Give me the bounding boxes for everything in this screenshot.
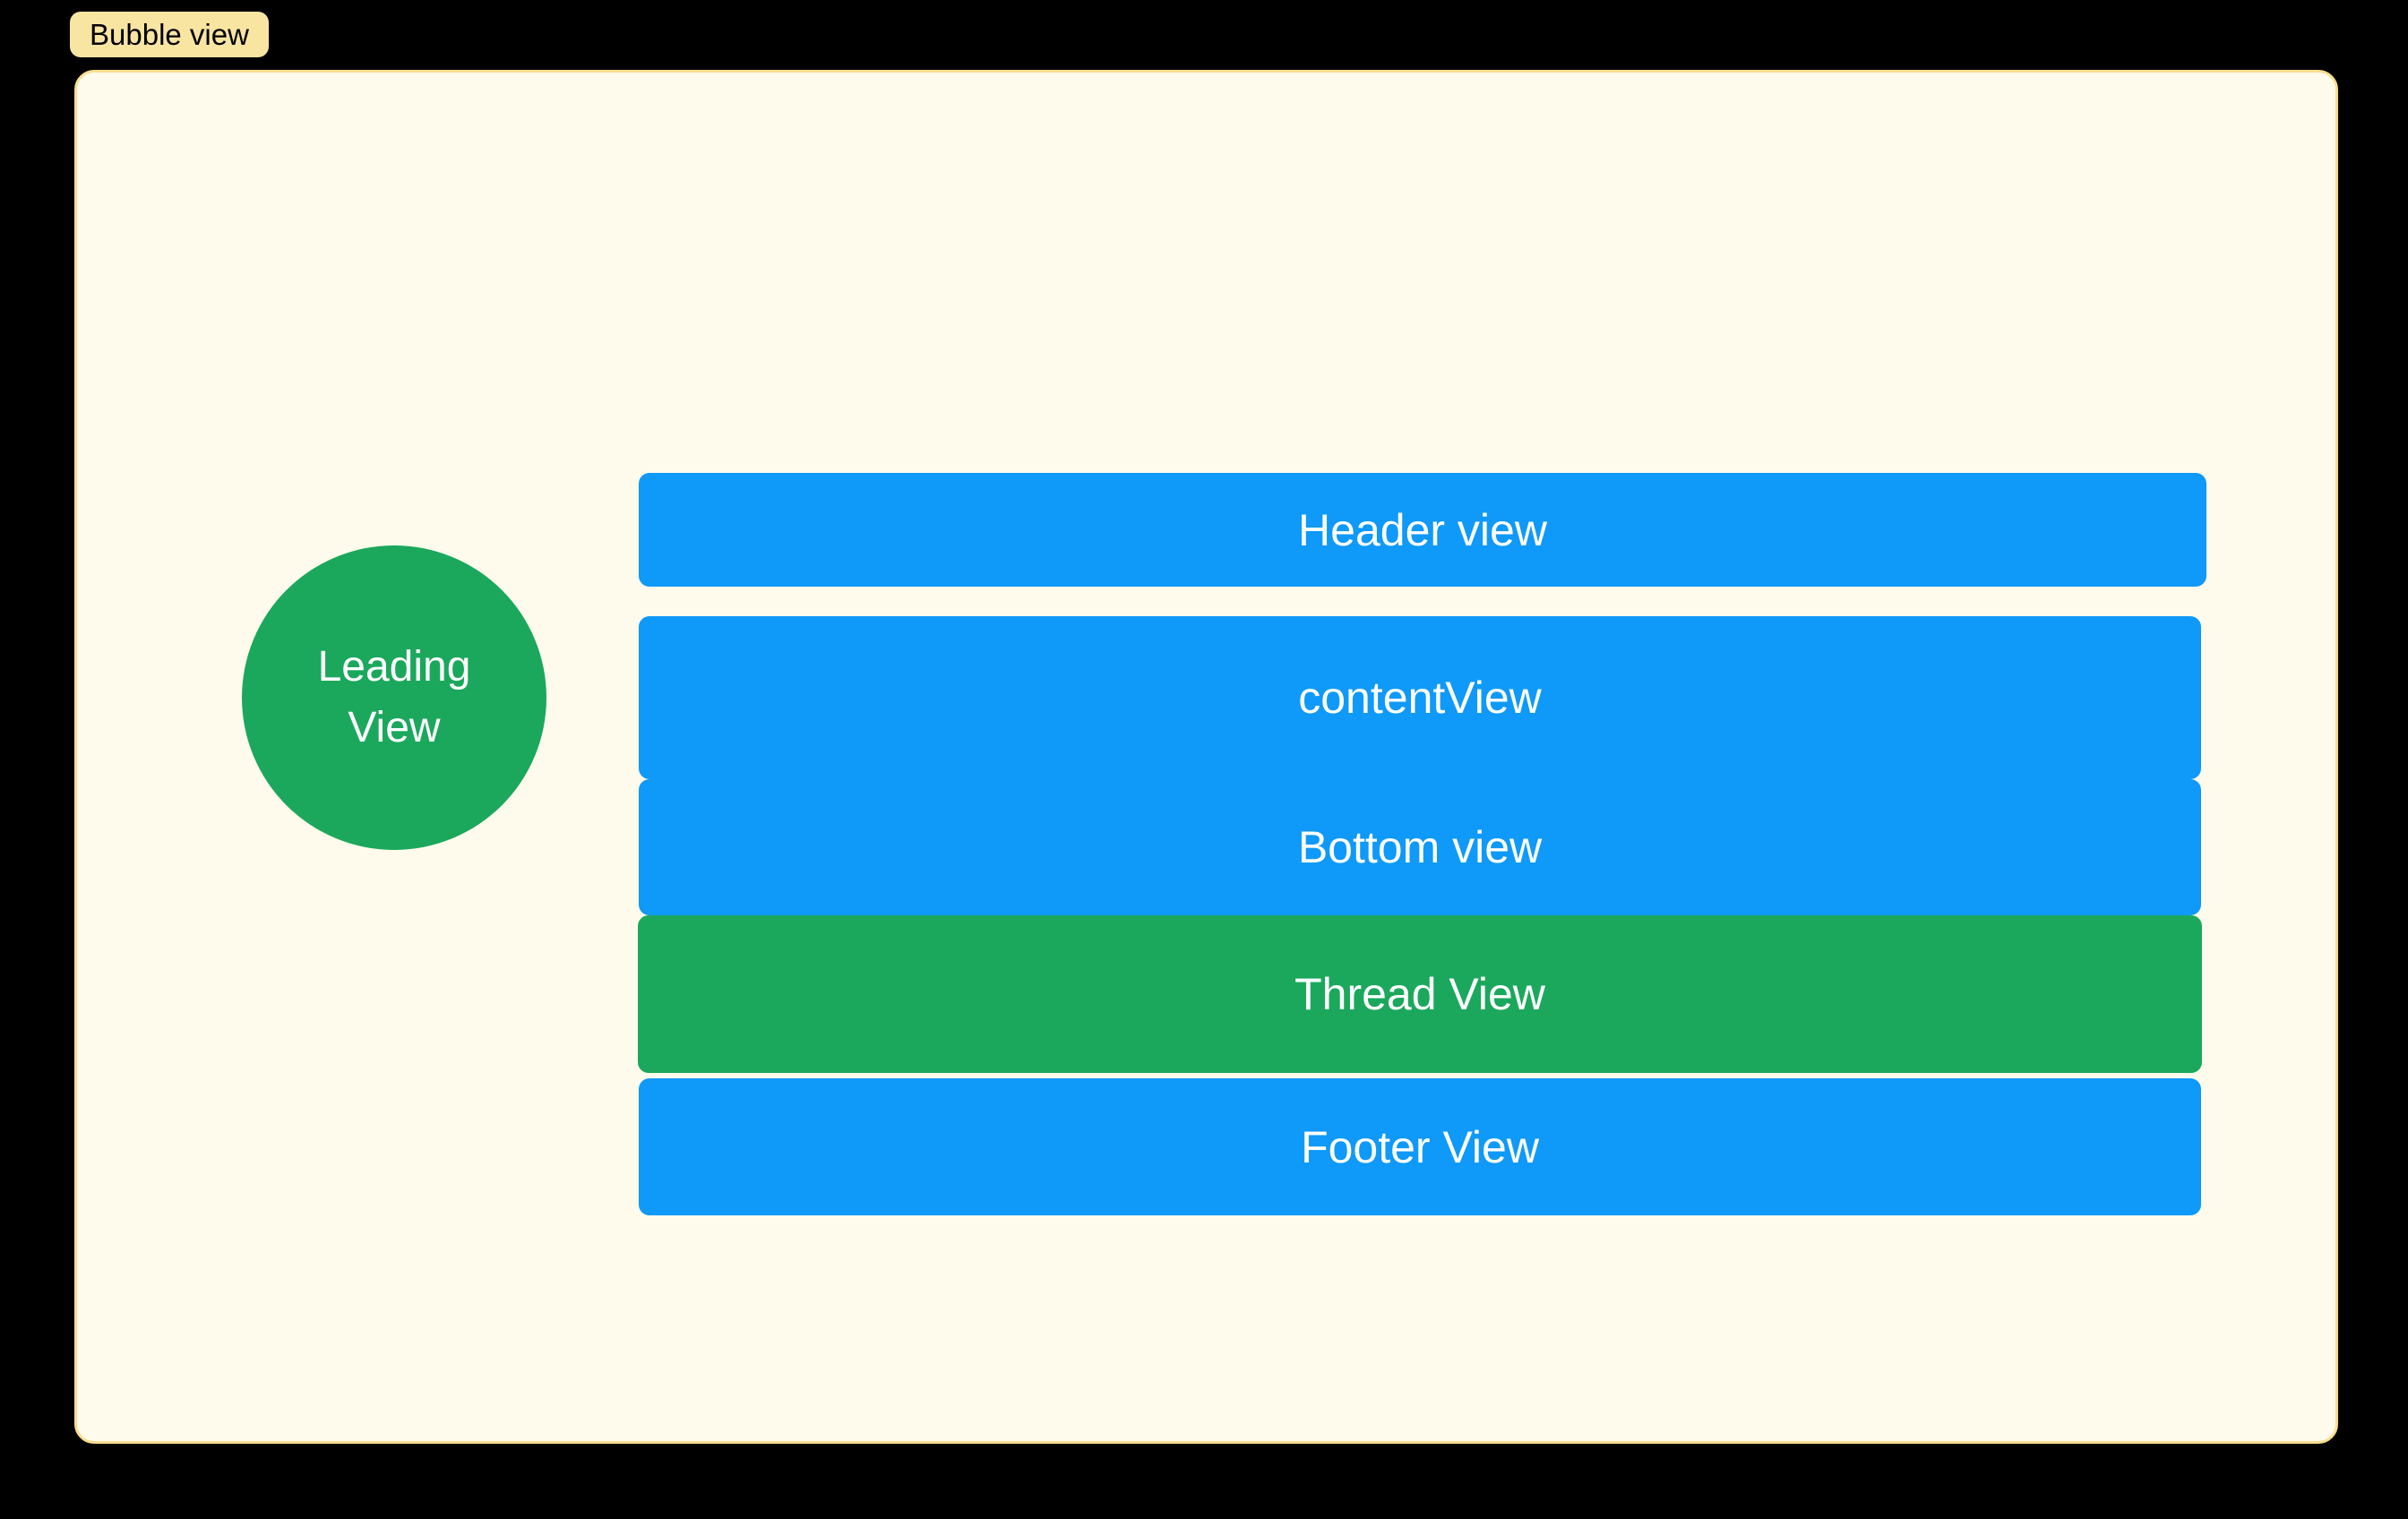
leading-view-label-line2: View bbox=[348, 704, 441, 751]
header-view[interactable]: Header view bbox=[639, 473, 2206, 587]
content-view-label: contentView bbox=[1298, 673, 1542, 723]
bottom-view[interactable]: Bottom view bbox=[639, 779, 2201, 915]
header-view-label: Header view bbox=[1298, 504, 1547, 555]
thread-view-label: Thread View bbox=[1294, 969, 1545, 1019]
bubble-view-tag-label: Bubble view bbox=[90, 17, 249, 51]
bubble-view-tag[interactable]: Bubble view bbox=[70, 12, 269, 57]
footer-view-label: Footer View bbox=[1301, 1121, 1539, 1172]
leading-view-label-line1: Leading bbox=[317, 643, 471, 691]
bottom-view-label: Bottom view bbox=[1297, 822, 1543, 872]
footer-view[interactable]: Footer View bbox=[639, 1078, 2201, 1215]
leading-view[interactable]: Leading View bbox=[242, 545, 546, 850]
thread-view[interactable]: Thread View bbox=[638, 915, 2202, 1073]
content-view[interactable]: contentView bbox=[639, 616, 2201, 779]
